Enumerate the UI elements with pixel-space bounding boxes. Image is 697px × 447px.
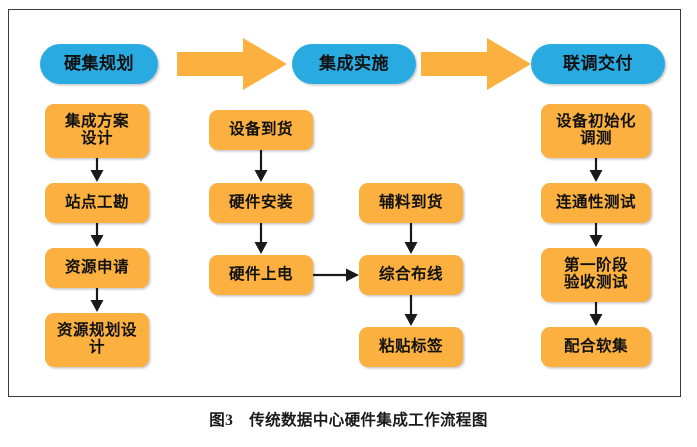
connector-plan-to-survey-icon (89, 158, 105, 183)
stage-arrow-1-icon (177, 38, 287, 90)
connector-cabling-to-labels-icon (403, 295, 419, 327)
task-box-resource-request[interactable]: 资源申请 (45, 248, 149, 288)
connector-conntest-to-accept-icon (588, 223, 604, 248)
stage-arrow-2-icon (421, 38, 531, 90)
task-box-hardware-poweron[interactable]: 硬件上电 (209, 255, 313, 295)
task-box-integration-plan-design[interactable]: 集成方案 设计 (45, 104, 149, 158)
task-box-phase1-acceptance-test[interactable]: 第一阶段 验收测试 (541, 248, 651, 302)
task-box-support-software-integration[interactable]: 配合软集 (541, 327, 651, 367)
connector-arrival-to-install-icon (253, 150, 269, 183)
task-box-aux-material-arrival[interactable]: 辅料到货 (359, 183, 463, 223)
diagram-frame: 硬集规划 集成实施 联调交付 集成方案 设计 站点工勘 (8, 9, 681, 397)
connector-init-to-conntest-icon (588, 158, 604, 183)
task-box-equipment-arrival[interactable]: 设备到货 (209, 110, 313, 150)
stage-box-delivery[interactable]: 联调交付 (531, 44, 665, 84)
connector-request-to-resplan-icon (89, 288, 105, 313)
stage-box-planning[interactable]: 硬集规划 (40, 44, 158, 84)
task-box-site-survey[interactable]: 站点工勘 (45, 183, 149, 223)
connector-accept-to-softinteg-icon (588, 302, 604, 327)
task-box-resource-plan-design[interactable]: 资源规划设 计 (45, 313, 149, 367)
stage-box-implementation[interactable]: 集成实施 (292, 44, 416, 84)
task-box-attach-labels[interactable]: 粘贴标签 (359, 327, 463, 367)
connector-poweron-to-cabling-icon (313, 266, 361, 284)
figure-caption: 图3 传统数据中心硬件集成工作流程图 (209, 412, 488, 429)
connector-survey-to-request-icon (89, 223, 105, 248)
task-box-connectivity-test[interactable]: 连通性测试 (541, 183, 651, 223)
connector-aux-to-cabling-icon (403, 223, 419, 255)
task-box-integrated-cabling[interactable]: 综合布线 (359, 255, 463, 295)
task-box-hardware-install[interactable]: 硬件安装 (209, 183, 313, 223)
task-box-device-init-commission[interactable]: 设备初始化 调测 (541, 104, 651, 158)
connector-install-to-poweron-icon (253, 223, 269, 255)
